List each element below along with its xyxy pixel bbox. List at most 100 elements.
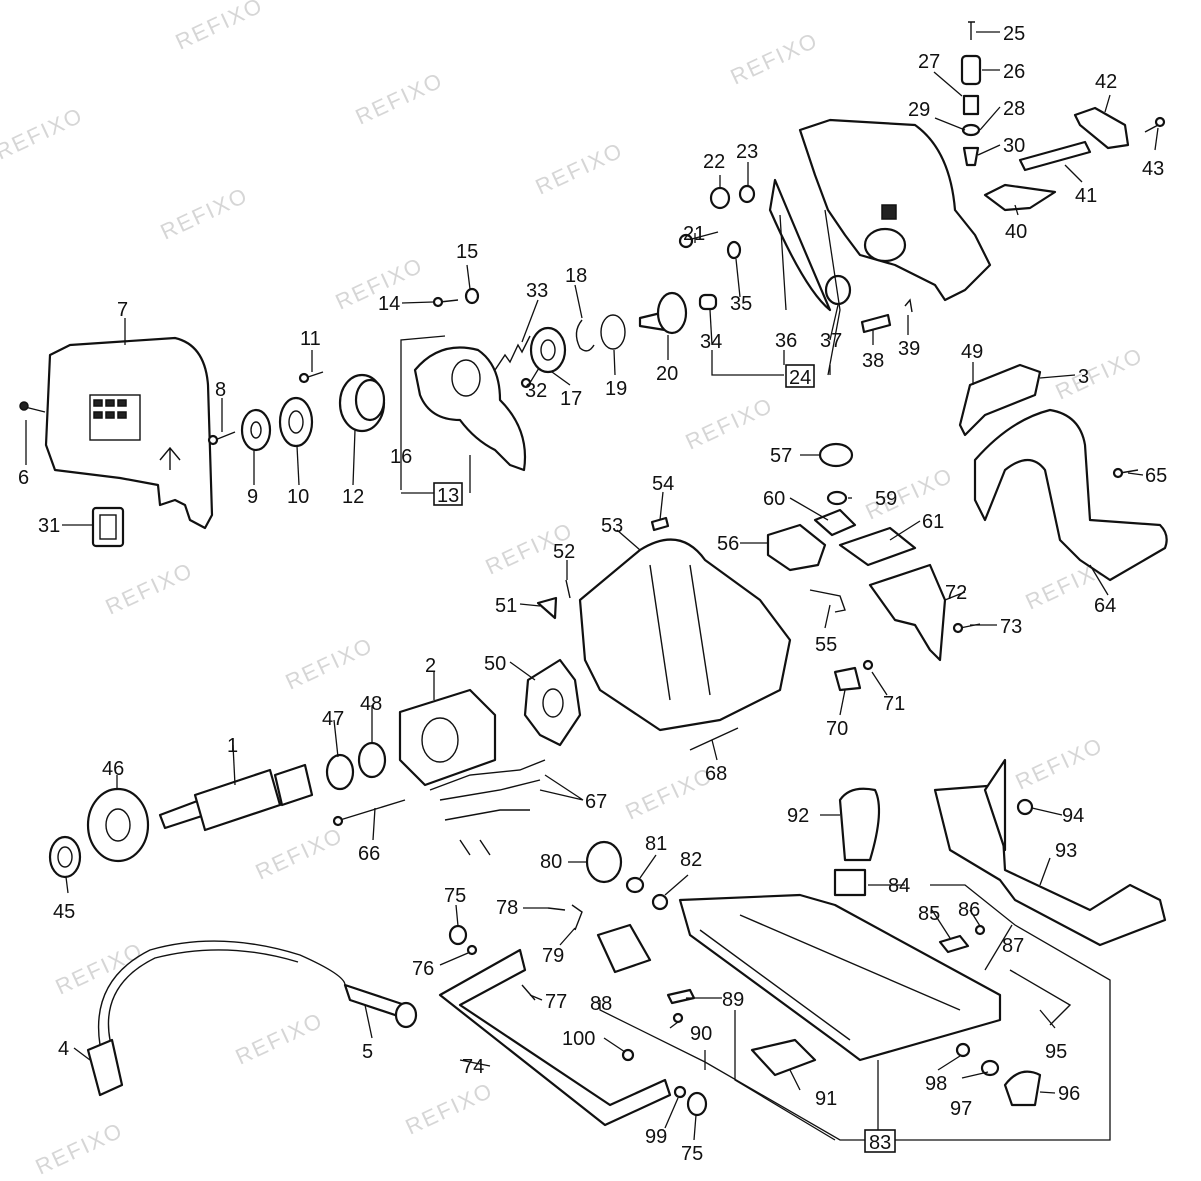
part-75-knob [448,924,468,946]
part-37-bushing [824,274,852,306]
part-8-screw [214,431,236,441]
part-4-plug [86,1038,124,1097]
screw-head [952,622,964,634]
label-part-67: 67 [585,791,607,813]
label-block [105,411,115,419]
part-10-flange [278,396,314,448]
commutator [273,763,314,807]
part-46-fan [86,787,150,863]
label-part-94: 94 [1062,805,1084,827]
label-part-24: 24 [789,367,811,389]
watermark: REFIXO [232,1007,328,1069]
fan-hub [105,808,131,842]
label-part-25: 25 [1003,23,1025,45]
part-19-ring [600,314,626,350]
label-part-42: 42 [1095,71,1117,93]
part-18-circlip [575,319,595,352]
label-part-18: 18 [565,265,587,287]
label-part-54: 54 [652,473,674,495]
guard-hole [451,359,481,397]
label-part-53: 53 [601,515,623,537]
label-part-90: 90 [690,1023,712,1045]
label-part-19: 19 [605,378,627,400]
watermark: REFIXO [727,27,823,89]
label-part-29: 29 [908,99,930,121]
motor-housing-group [523,442,981,751]
label-part-59: 59 [875,488,897,510]
box-part-24 [785,364,815,388]
label-part-41: 41 [1075,185,1097,207]
label-part-49: 49 [961,341,983,363]
label-part-23: 23 [736,141,758,163]
label-part-77: 77 [545,991,567,1013]
screw-head [1112,467,1124,479]
label-part-75-lower: 75 [681,1143,703,1165]
part-21-screw [687,231,719,241]
label-part-86: 86 [958,899,980,921]
screw-head [432,296,444,308]
label-block [105,399,115,407]
label-part-12: 12 [342,486,364,508]
label-part-8: 8 [215,379,226,401]
part-51-bracket [536,596,558,620]
arrow-up-icon [159,446,181,470]
label-part-37: 37 [820,330,842,352]
part-71-screw [862,659,874,671]
part-48-ring [357,741,387,779]
label-part-5: 5 [362,1041,373,1063]
label-part-2: 2 [425,655,436,677]
part-17-bearing [529,326,567,374]
housing-rib [649,564,671,701]
watermark: REFIXO [622,762,718,824]
label-part-95: 95 [1045,1041,1067,1063]
label-part-51: 51 [495,595,517,617]
gear-housing-group [678,21,1166,334]
part-66-screw [339,799,406,821]
label-part-47: 47 [322,708,344,730]
cover-label-plate [89,394,141,441]
label-part-39: 39 [898,338,920,360]
label-part-87: 87 [1002,935,1024,957]
part-90-screw [672,1012,684,1024]
part-30-pin [962,146,980,167]
part-4-power-cable [97,940,346,1046]
watermark: REFIXO [1012,732,1108,794]
part-15-washer [464,287,480,305]
label-part-60: 60 [763,488,785,510]
base-plate-group [438,758,1167,1127]
label-part-32: 32 [525,380,547,402]
label-part-70: 70 [826,718,848,740]
label-part-50: 50 [484,653,506,675]
label-part-55: 55 [815,634,837,656]
part-98-screw [955,1042,971,1058]
watermark: REFIXO [532,137,628,199]
label-part-34: 34 [700,331,722,353]
flange-hole [288,410,304,434]
label-part-35: 35 [730,293,752,315]
label-part-26: 26 [1003,61,1025,83]
label-part-82: 82 [680,849,702,871]
label-part-92: 92 [787,805,809,827]
part-91-clamp [750,1038,817,1077]
label-part-96: 96 [1058,1083,1080,1105]
label-part-14: 14 [378,293,400,315]
label-part-1: 1 [227,735,238,757]
watermark: REFIXO [282,632,378,694]
label-part-64: 64 [1094,595,1116,617]
part-92-dust-port [838,787,881,862]
label-part-99: 99 [645,1126,667,1148]
label-part-36: 36 [775,330,797,352]
watermark: REFIXO [32,1117,128,1179]
part-59-washer [826,490,848,506]
watermark: REFIXO [402,1077,498,1139]
part-75-knob [686,1091,708,1117]
part-27-spring [962,94,980,116]
part-54-clip [650,516,670,532]
watermark: REFIXO [172,0,268,55]
part-81-washer [625,876,645,894]
label-part-7: 7 [117,299,128,321]
label-part-6: 6 [18,467,29,489]
label-part-73: 73 [1000,616,1022,638]
